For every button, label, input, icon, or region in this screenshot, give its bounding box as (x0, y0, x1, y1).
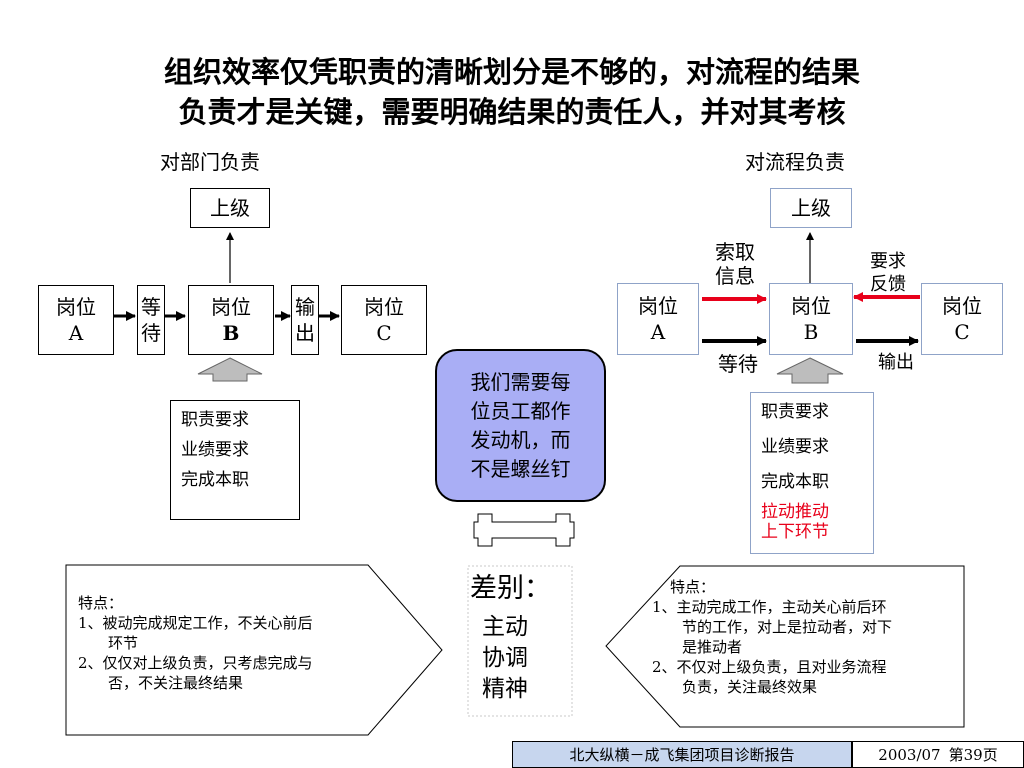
right-position-c-box: 岗位 C (921, 283, 1003, 355)
left-superior-label: 上级 (210, 196, 250, 220)
right-position-b-box: 岗位 B (769, 283, 853, 355)
right-superior-box: 上级 (770, 188, 852, 228)
left-position-a-label: 岗位 (56, 295, 96, 319)
right-heading: 对流程负责 (745, 150, 845, 174)
left-feature-line: 2、仅仅对上级负责，只考虑完成与 (78, 654, 313, 672)
get-info-line-2: 信息 (715, 264, 755, 288)
left-position-b-box: 岗位 B (188, 285, 274, 355)
left-output-char-1: 输 (295, 295, 315, 319)
left-output-char-2: 出 (295, 321, 315, 345)
left-heading: 对部门负责 (160, 150, 260, 174)
footer-report-title: 北大纵横－成飞集团项目诊断报告 (569, 746, 795, 764)
right-requirement-red-line-2: 上下环节 (761, 522, 829, 542)
left-feature-line: 1、被动完成规定工作，不关心前后 (78, 614, 313, 632)
difference-words: 主动 协调 精神 (482, 612, 528, 705)
left-requirements-box: 职责要求 业绩要求 完成本职 (170, 400, 300, 520)
right-requirement-item: 职责要求 (761, 402, 829, 422)
left-position-c-label: 岗位 (364, 295, 404, 319)
callout-line-1: 我们需要每 (470, 369, 571, 394)
right-requirements-box: 职责要求 业绩要求 完成本职 拉动推动 上下环节 (750, 392, 874, 554)
title-line-2: 负责才是关键，需要明确结果的责任人，并对其考核 (178, 95, 846, 129)
right-superior-label: 上级 (791, 196, 831, 220)
right-position-a-box: 岗位 A (617, 283, 699, 355)
left-position-c-letter: C (376, 321, 392, 345)
right-wait-label: 等待 (718, 352, 758, 376)
difference-frame (467, 565, 573, 717)
feedback-label: 要求 反馈 (860, 250, 916, 296)
callout-line-2: 位员工都作 (470, 398, 571, 423)
footer-page-number: 第39页 (948, 746, 998, 764)
right-position-a-letter: A (650, 320, 666, 344)
left-wait-box: 等 待 (137, 285, 165, 355)
right-features-heading: 特点： (670, 578, 716, 596)
right-output-label: 输出 (878, 352, 914, 373)
left-position-a-box: 岗位 A (38, 285, 114, 355)
right-requirement-item: 业绩要求 (761, 437, 829, 457)
right-requirement-item: 完成本职 (761, 472, 829, 492)
left-requirement-item: 业绩要求 (181, 440, 249, 460)
right-feature-line: 是推动者 (682, 638, 743, 656)
left-gray-up-arrow (197, 357, 263, 382)
footer-date: 2003/07 (878, 745, 941, 764)
left-wait-char-2: 待 (141, 321, 161, 345)
left-features-heading: 特点： (78, 594, 124, 612)
left-superior-box: 上级 (190, 188, 270, 228)
footer-page-box: 2003/07 第39页 (852, 741, 1024, 768)
right-position-b-label: 岗位 (791, 294, 831, 318)
right-feature-line: 2、不仅对上级负责，且对业务流程 (652, 658, 887, 676)
left-position-a-letter: A (68, 321, 84, 345)
right-gray-up-arrow (776, 357, 844, 384)
feedback-line-2: 反馈 (870, 274, 906, 295)
left-features-text: 特点： 1、被动完成规定工作，不关心前后 环节 2、仅仅对上级负责，只考虑完成与… (78, 593, 378, 693)
title-line-1: 组织效率仅凭职责的清晰划分是不够的，对流程的结果 (163, 55, 860, 89)
difference-word: 协调 (482, 645, 528, 671)
footer-report-box: 北大纵横－成飞集团项目诊断报告 (512, 741, 852, 768)
feedback-line-1: 要求 (870, 251, 906, 272)
left-requirement-item: 完成本职 (181, 470, 249, 490)
left-feature-line: 否，不关注最终结果 (108, 674, 244, 692)
difference-word: 精神 (482, 676, 528, 702)
right-position-c-letter: C (954, 320, 970, 344)
left-position-c-box: 岗位 C (341, 285, 427, 355)
right-feature-line: 1、主动完成工作，主动关心前后环 (652, 598, 887, 616)
center-double-arrow (473, 513, 575, 547)
callout-line-4: 不是螺丝钉 (470, 456, 571, 481)
right-requirement-red-line-1: 拉动推动 (761, 502, 829, 522)
callout-line-3: 发动机，而 (470, 427, 571, 452)
get-info-label: 索取 信息 (707, 240, 763, 288)
left-requirement-item: 职责要求 (181, 410, 249, 430)
right-position-b-letter: B (803, 320, 819, 344)
right-note-shape (605, 565, 965, 728)
callout-box: 我们需要每 位员工都作 发动机，而 不是螺丝钉 (435, 349, 606, 502)
left-note-shape (65, 564, 443, 736)
left-position-b-letter: B (222, 321, 240, 345)
get-info-line-1: 索取 (715, 240, 755, 264)
right-position-c-label: 岗位 (942, 294, 982, 318)
right-features-text: 特点： 1、主动完成工作，主动关心前后环 节的工作，对上是拉动者，对下 是推动者… (652, 577, 962, 697)
right-feature-line: 负责，关注最终效果 (682, 678, 818, 696)
left-position-b-label: 岗位 (211, 295, 251, 319)
left-feature-line: 环节 (108, 634, 139, 652)
right-position-a-label: 岗位 (638, 294, 678, 318)
left-wait-char-1: 等 (141, 295, 161, 319)
difference-label: 差别： (470, 573, 551, 604)
right-feature-line: 节的工作，对上是拉动者，对下 (682, 618, 893, 636)
left-output-box: 输 出 (291, 285, 319, 355)
difference-word: 主动 (482, 614, 528, 640)
